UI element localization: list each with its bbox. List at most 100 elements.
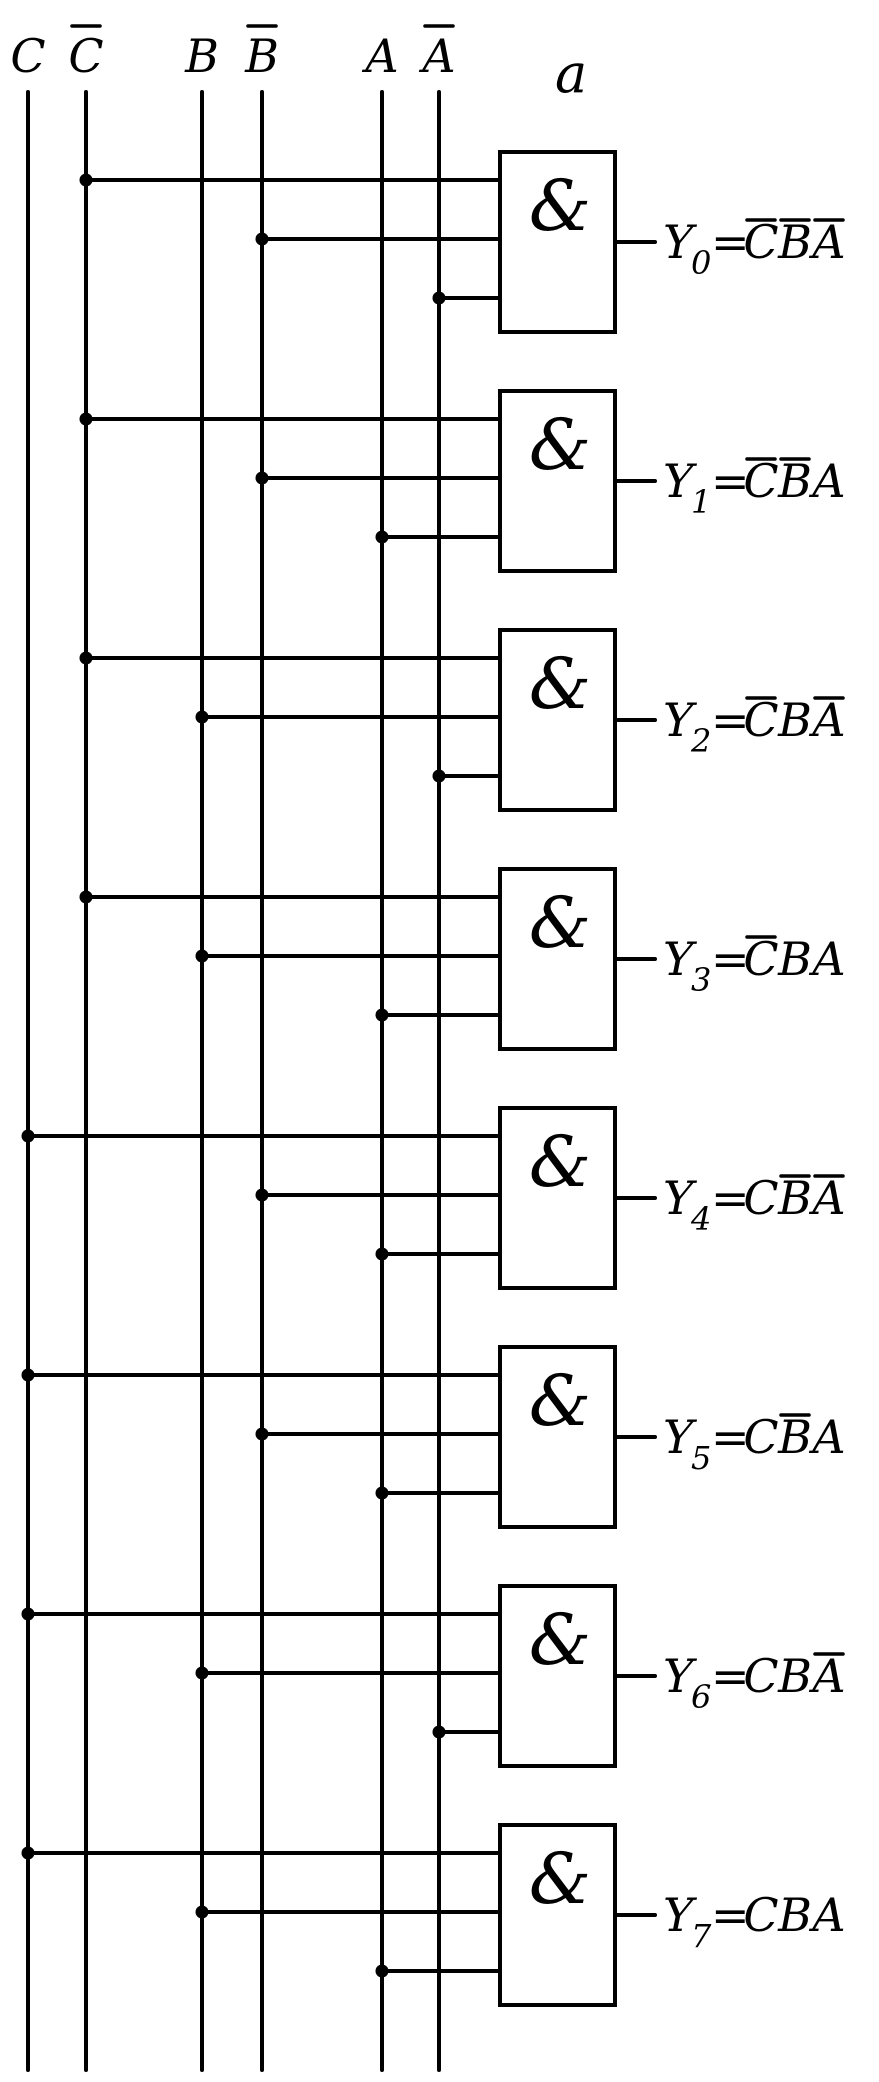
output-index: 1 xyxy=(691,483,711,521)
junction-dot xyxy=(21,1846,35,1860)
and-gate-2 xyxy=(498,628,617,812)
output-name: Y xyxy=(663,215,698,269)
rail-label-b: B xyxy=(184,29,219,83)
output-term: C xyxy=(743,932,778,986)
output-term: C xyxy=(743,1410,778,1464)
and-gate-6 xyxy=(498,1584,617,1768)
junction-dot xyxy=(375,1486,389,1500)
output-name: Y xyxy=(663,1171,698,1225)
output-term: C xyxy=(743,1649,778,1703)
output-index: 4 xyxy=(690,1200,711,1238)
output-equals: = xyxy=(711,454,750,508)
output-equals: = xyxy=(711,1888,750,1942)
gate-input-wires xyxy=(21,173,657,1978)
output-equals: = xyxy=(711,1649,750,1703)
output-term: B xyxy=(777,1649,812,1703)
output-index: 7 xyxy=(691,1917,712,1955)
output-term: B xyxy=(777,1410,812,1464)
output-term: B xyxy=(777,693,812,747)
junction-dot xyxy=(79,890,93,904)
output-term: A xyxy=(808,215,845,269)
output-term: A xyxy=(808,1649,845,1703)
and-gate-symbol: & xyxy=(529,1599,591,1681)
figure-label: a xyxy=(555,42,587,105)
output-term: B xyxy=(777,1171,812,1225)
junction-dot xyxy=(375,530,389,544)
output-term: B xyxy=(777,454,812,508)
and-gate-5 xyxy=(498,1345,617,1529)
and-gate-symbol: & xyxy=(529,404,591,486)
rail-label-a: A xyxy=(361,29,398,83)
and-gate-symbol: & xyxy=(529,165,591,247)
output-index: 0 xyxy=(691,244,711,282)
junction-dot xyxy=(255,1188,269,1202)
output-term: A xyxy=(808,454,845,508)
output-name: Y xyxy=(663,693,698,747)
junction-dot xyxy=(21,1607,35,1621)
output-name: Y xyxy=(663,932,698,986)
output-index: 6 xyxy=(691,1678,711,1716)
junction-dot xyxy=(195,1666,209,1680)
output-equals: = xyxy=(711,215,750,269)
junction-dot xyxy=(21,1368,35,1382)
rail-label-c: C xyxy=(10,29,45,83)
output-equals: = xyxy=(711,932,750,986)
output-term: A xyxy=(808,693,845,747)
junction-dot xyxy=(79,173,93,187)
junction-dot xyxy=(79,412,93,426)
output-term: A xyxy=(808,932,845,986)
rail-label-bn: B xyxy=(244,29,279,83)
output-name: Y xyxy=(663,1888,698,1942)
junction-dot xyxy=(375,1247,389,1261)
and-gate-symbol: & xyxy=(529,882,591,964)
output-term: A xyxy=(808,1171,845,1225)
and-gate-symbol: & xyxy=(529,1838,591,1920)
output-term: C xyxy=(743,693,778,747)
output-term: C xyxy=(743,1888,778,1942)
and-gate-3 xyxy=(498,867,617,1051)
junction-dot xyxy=(195,949,209,963)
output-equals: = xyxy=(711,1410,750,1464)
output-term: C xyxy=(743,454,778,508)
junction-dot xyxy=(79,651,93,665)
output-index: 5 xyxy=(691,1439,711,1477)
output-index: 2 xyxy=(690,722,711,760)
junction-dot xyxy=(432,1725,446,1739)
output-index: 3 xyxy=(691,961,711,999)
junction-dot xyxy=(432,291,446,305)
output-equals: = xyxy=(711,1171,750,1225)
and-gate-4 xyxy=(498,1106,617,1290)
output-term: B xyxy=(777,932,812,986)
output-term: A xyxy=(808,1410,845,1464)
output-term: B xyxy=(777,215,812,269)
output-equals: = xyxy=(711,693,750,747)
and-gate-7 xyxy=(498,1823,617,2007)
output-name: Y xyxy=(663,1410,698,1464)
output-name: Y xyxy=(663,1649,698,1703)
and-gate-symbol: & xyxy=(529,1121,591,1203)
junction-dot xyxy=(375,1964,389,1978)
and-gate-0 xyxy=(498,150,617,334)
junction-dot xyxy=(255,471,269,485)
junction-dot xyxy=(195,710,209,724)
and-gate-1 xyxy=(498,389,617,573)
junction-dot xyxy=(21,1129,35,1143)
rail-label-cn: C xyxy=(68,29,103,83)
junction-dot xyxy=(375,1008,389,1022)
output-name: Y xyxy=(663,454,698,508)
junction-dot xyxy=(195,1905,209,1919)
rail-label-an: A xyxy=(418,29,455,83)
junction-dot xyxy=(255,1427,269,1441)
junction-dot xyxy=(432,769,446,783)
and-gate-symbol: & xyxy=(529,1360,591,1442)
and-gates: & & & & & & & & xyxy=(498,150,617,2007)
output-term: B xyxy=(777,1888,812,1942)
output-term: C xyxy=(743,215,778,269)
output-term: C xyxy=(743,1171,778,1225)
and-gate-symbol: & xyxy=(529,643,591,725)
output-term: A xyxy=(808,1888,845,1942)
junction-dot xyxy=(255,232,269,246)
